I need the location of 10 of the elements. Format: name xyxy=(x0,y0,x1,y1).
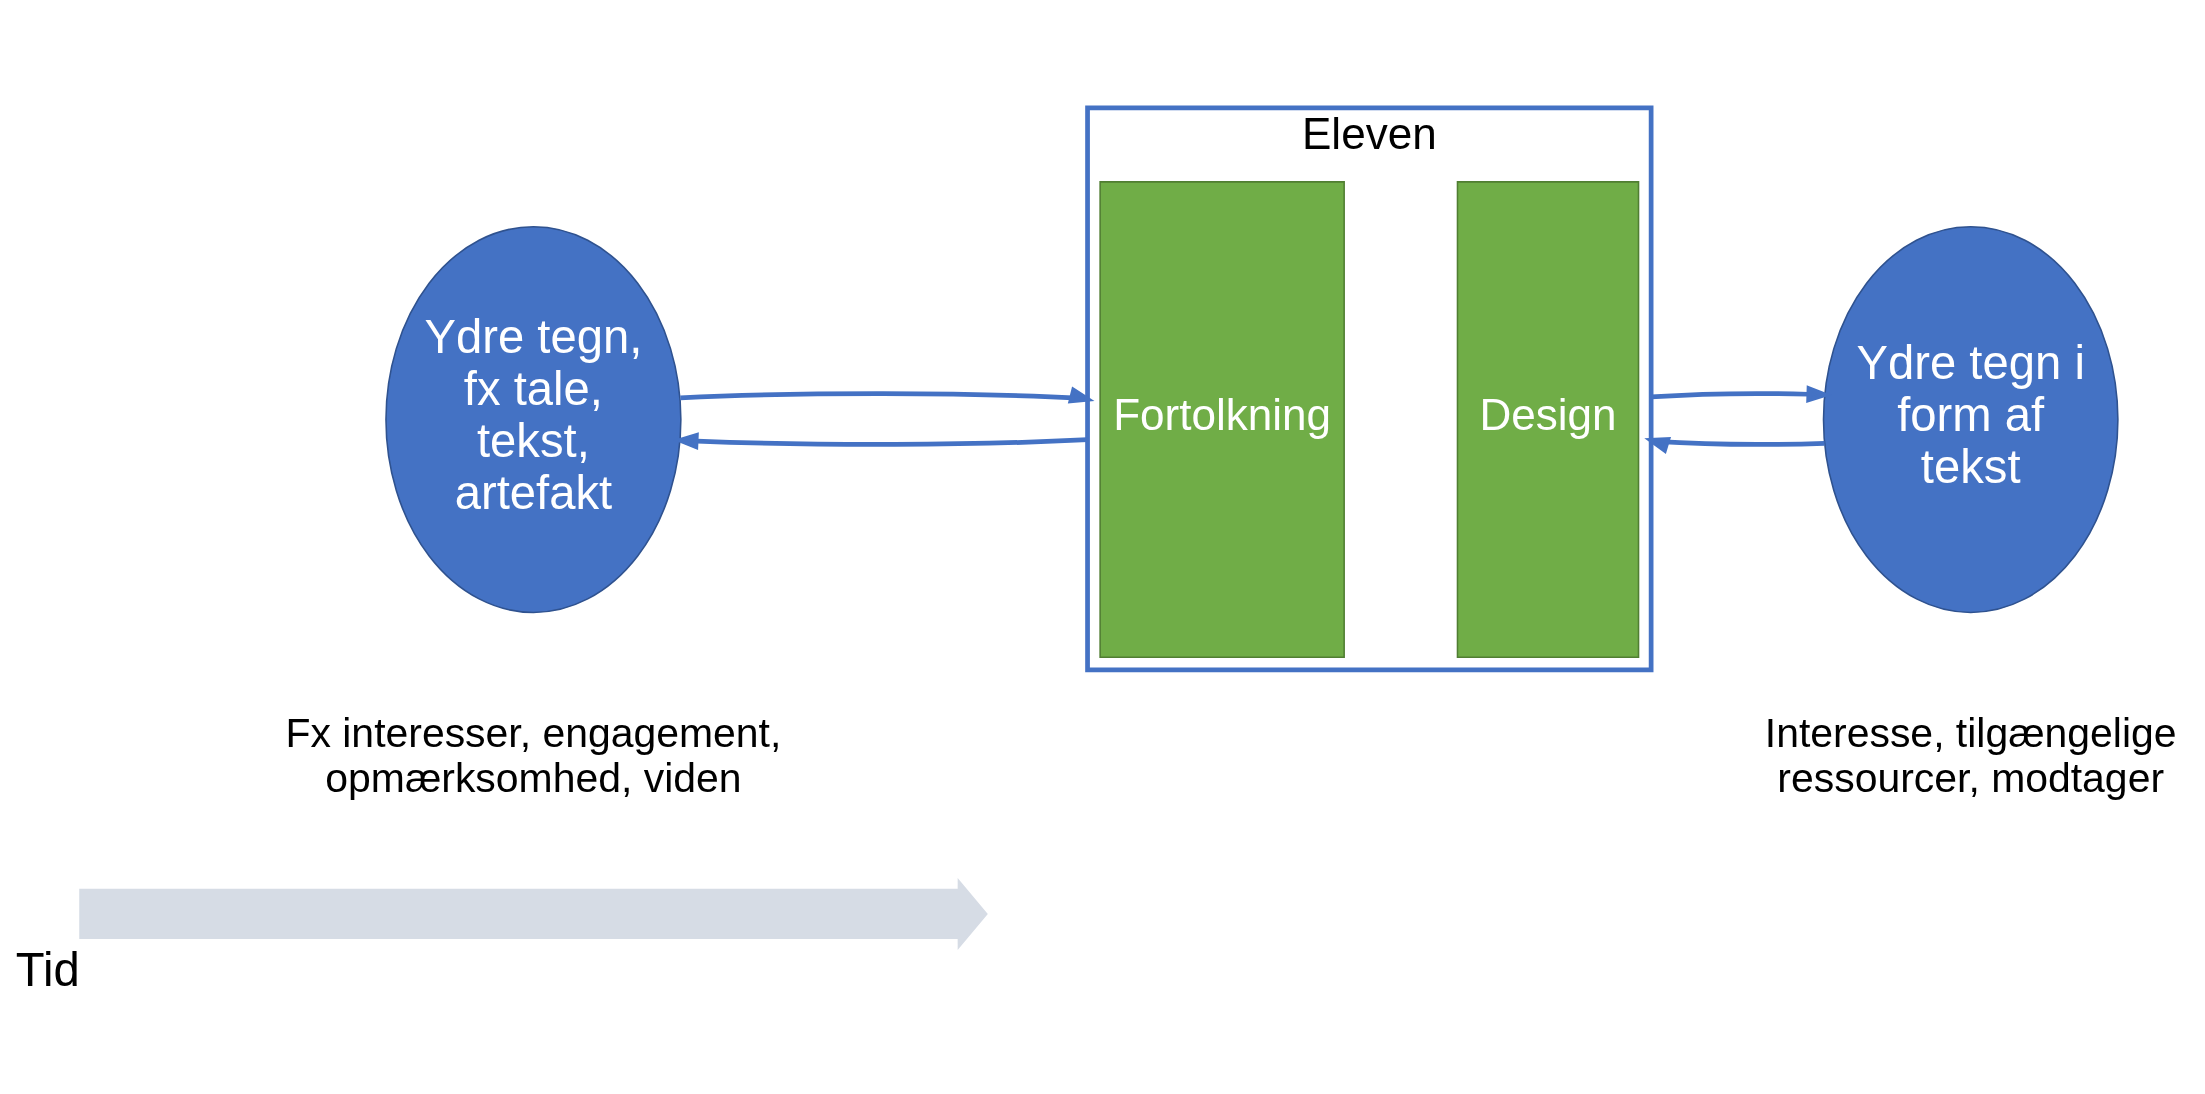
node-box: Design xyxy=(1456,180,1640,658)
label: Interesse, tilgængelige ressourcer, modtager xyxy=(1764,709,2177,801)
node-arrow xyxy=(79,877,988,950)
node-box: Fortolkning xyxy=(1099,180,1345,658)
node-label: Tid xyxy=(15,942,80,996)
node-ellipse: Ydre tegn i form af tekst xyxy=(1822,225,2119,613)
arrow xyxy=(680,385,1095,404)
node-ellipse: Ydre tegn, fx tale, tekst, artefakt xyxy=(385,225,682,613)
label: Fx interesser, engagement, opmærksomhed, viden xyxy=(285,709,782,801)
arrow xyxy=(1644,436,1825,454)
